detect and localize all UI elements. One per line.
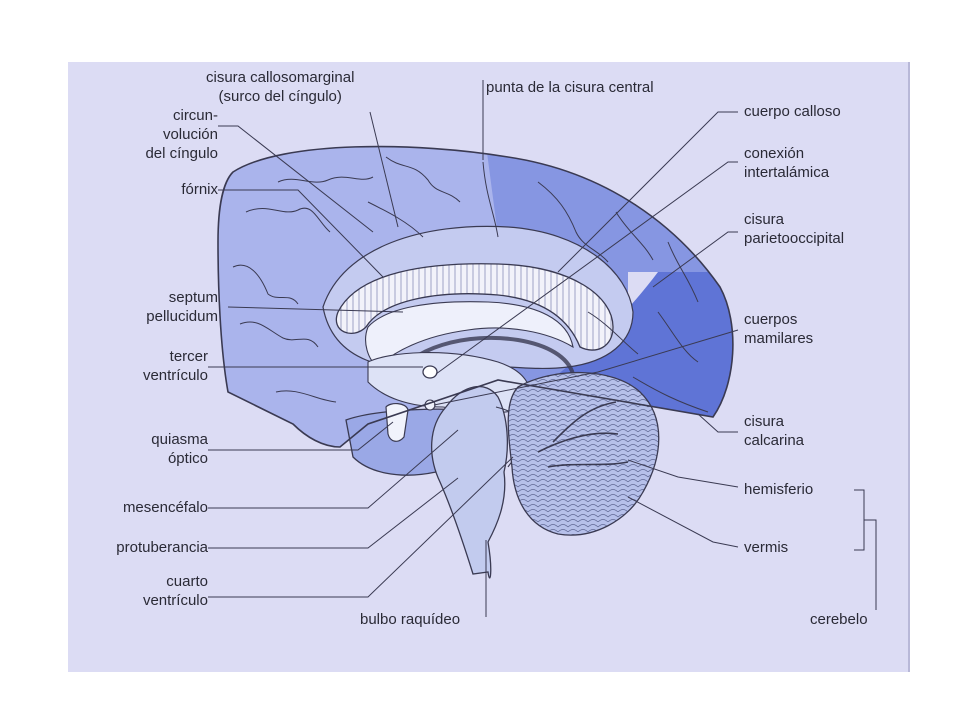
label-cisura-parietooccipital: cisura parietooccipital (744, 211, 845, 247)
label-vermis: vermis (744, 539, 789, 556)
label-punta-cisura-central: punta de la cisura central (486, 79, 654, 96)
bracket-cerebelo (854, 489, 877, 610)
interthalamic-adhesion (422, 365, 438, 379)
label-mesencefalo: mesencéfalo (122, 499, 208, 516)
leader-hemisferio (627, 459, 739, 488)
leader-cisura-calcarina (697, 413, 738, 433)
label-cerebelo: cerebelo (810, 611, 868, 628)
leader-cisura-callosomarginal (369, 111, 399, 228)
label-hemisferio: hemisferio (744, 481, 814, 498)
leader-fornix (218, 189, 384, 278)
label-cuerpos-mamilares: cuerpos mamilares (744, 311, 814, 347)
leader-cuarto-ventriculo (208, 456, 514, 598)
cerebellum (507, 371, 660, 536)
label-bulbo-raquideo: bulbo raquídeo (360, 611, 461, 628)
optic-chiasm (385, 403, 409, 442)
label-cuerpo-calloso: cuerpo calloso (744, 103, 841, 120)
label-protuberancia: protuberancia (116, 539, 208, 556)
label-cuarto-ventriculo: cuarto ventrículo (142, 573, 208, 609)
leader-cuerpos-mamilares (433, 329, 739, 406)
diagram-panel: cisura callosomarginal (surco del cíngul… (68, 62, 910, 672)
arbor-vitae (537, 401, 629, 468)
sulci (232, 156, 709, 413)
leader-circunvolucion (218, 125, 374, 233)
label-cisura-calcarina: cisura calcarina (744, 413, 805, 449)
label-quiasma-optico: quiasma óptico (151, 431, 208, 467)
corpus-callosum (335, 263, 614, 351)
brain-sagittal-section (208, 80, 877, 617)
label-tercer-ventriculo: tercer ventrículo (142, 348, 208, 384)
leader-quiasma (208, 421, 394, 451)
leader-lines (208, 80, 877, 617)
label-fornix: fórnix (181, 181, 218, 198)
leader-mesencefalo (208, 429, 459, 509)
leader-cisura-parietooccipital (652, 231, 738, 288)
label-circunvolucion-cingulo: circun- volución del cíngulo (145, 107, 218, 162)
leader-protuberancia (208, 477, 459, 549)
label-conexion-intertalamica: conexión intertalámica (744, 145, 830, 181)
leader-septum (227, 306, 404, 313)
brainstem (431, 385, 508, 579)
label-septum-pellucidum: septum pellucidum (146, 289, 218, 325)
label-cisura-callosomarginal: cisura callosomarginal (surco del cíngul… (206, 69, 355, 105)
cerebrum-outline (217, 145, 734, 448)
leader-vermis (627, 496, 739, 548)
leader-cuerpo-calloso (557, 111, 738, 273)
leader-conexion (435, 161, 738, 375)
